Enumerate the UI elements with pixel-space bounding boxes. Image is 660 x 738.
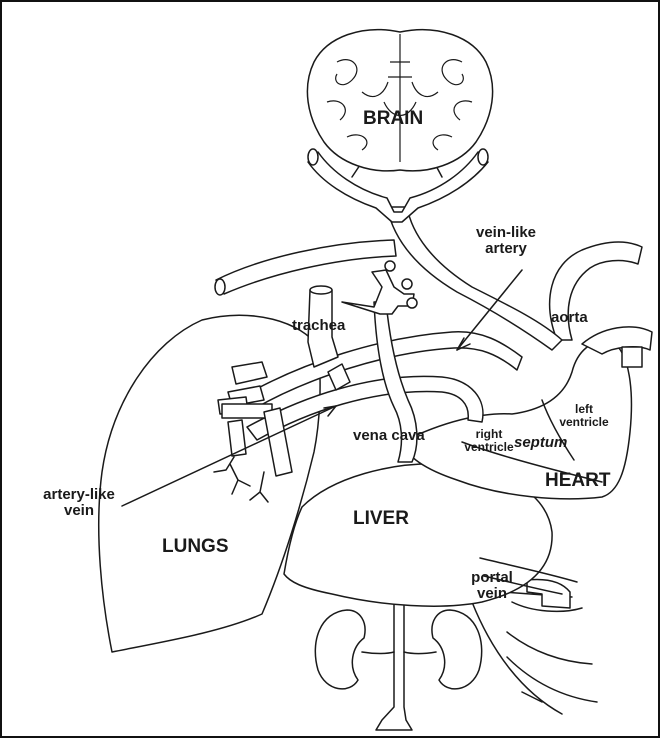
label-vein-like-artery: vein-like artery bbox=[460, 225, 552, 257]
upper-transverse-vessel bbox=[216, 240, 396, 294]
lungs-outline bbox=[99, 315, 320, 652]
vena-cava-branches bbox=[342, 270, 414, 314]
label-right-ventricle: right ventricle bbox=[457, 428, 521, 453]
right-kidney bbox=[432, 610, 482, 689]
label-trachea: trachea bbox=[292, 318, 345, 334]
label-aorta: aorta bbox=[551, 310, 588, 326]
label-left-ventricle: left ventricle bbox=[556, 403, 612, 428]
lung-vessel-5 bbox=[228, 420, 246, 456]
label-vena-cava: vena cava bbox=[353, 428, 425, 444]
label-heart: HEART bbox=[545, 471, 610, 491]
aorta-branch-end bbox=[622, 347, 642, 367]
lower-vena-cava bbox=[376, 602, 412, 730]
label-septum: septum bbox=[514, 435, 567, 451]
label-liver: LIVER bbox=[353, 509, 409, 529]
label-artery-like-vein: artery-like vein bbox=[24, 487, 134, 519]
label-brain: BRAIN bbox=[363, 109, 423, 129]
left-kidney bbox=[315, 610, 365, 689]
label-portal-vein: portal vein bbox=[466, 570, 518, 602]
label-lungs: LUNGS bbox=[162, 537, 229, 557]
intestine-lines bbox=[472, 592, 597, 714]
